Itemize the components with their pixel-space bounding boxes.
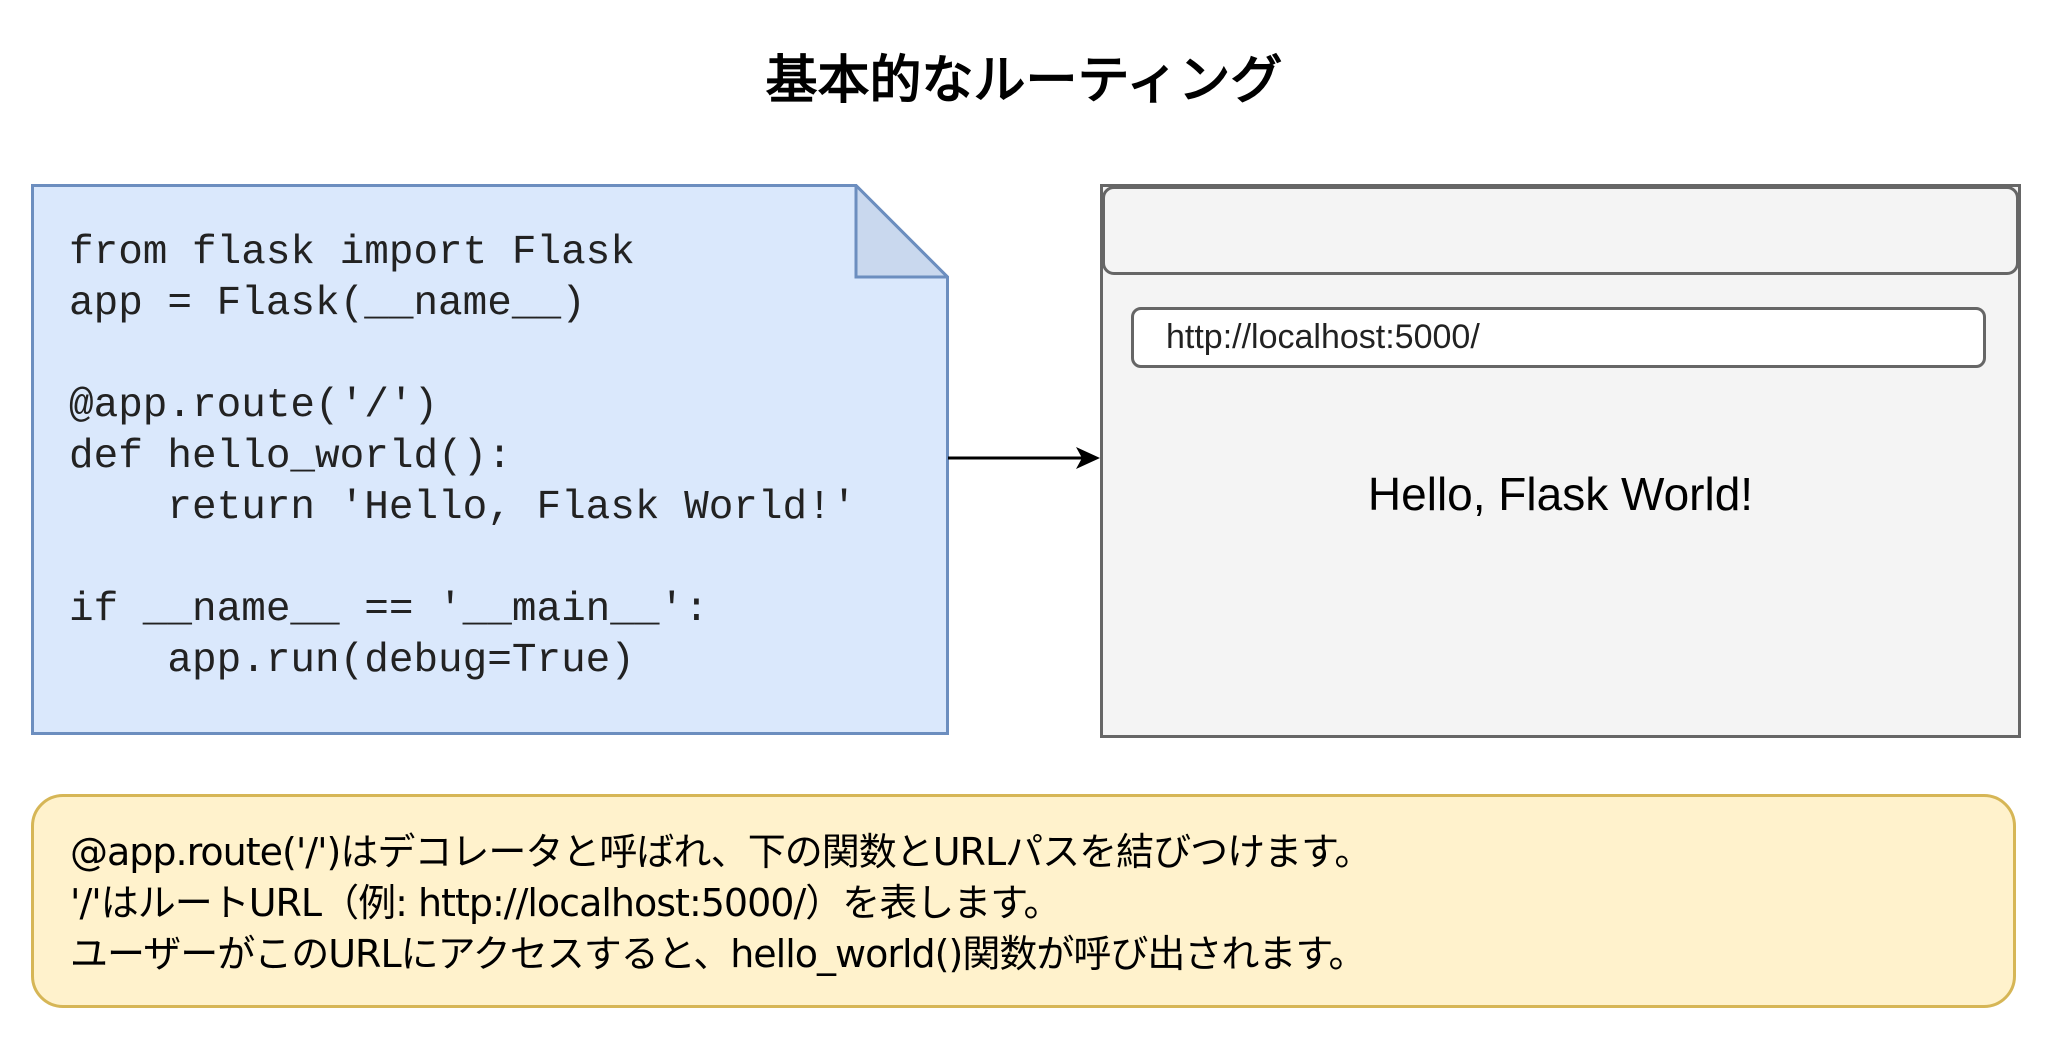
- note-line: @app.route('/')はデコレータと呼ばれ、下の関数とURLパスを結びつ…: [70, 830, 1372, 874]
- browser-window: http://localhost:5000/ Hello, Flask Worl…: [1100, 184, 2021, 738]
- code-block: from flask import Flask app = Flask(__nam…: [69, 228, 856, 687]
- page-content: Hello, Flask World!: [1367, 468, 1754, 520]
- explanation-note: @app.route('/')はデコレータと呼ばれ、下の関数とURLパスを結びつ…: [31, 794, 2016, 1008]
- code-line: def hello_world():: [69, 434, 512, 480]
- folded-corner-icon: [854, 184, 949, 279]
- code-document: from flask import Flask app = Flask(__nam…: [31, 184, 949, 735]
- browser-title-bar: [1102, 186, 2019, 275]
- document-shape: [31, 184, 949, 735]
- code-line: ​: [69, 534, 856, 585]
- arrow-right-icon: [948, 447, 1100, 469]
- code-line: app = Flask(__name__): [69, 281, 586, 327]
- code-line: app.run(debug=True): [69, 638, 635, 684]
- address-bar[interactable]: http://localhost:5000/: [1131, 307, 1986, 368]
- code-line: from flask import Flask: [69, 230, 635, 276]
- code-line: if __name__ == '__main__':: [69, 587, 709, 633]
- note-line: ユーザーがこのURLにアクセスすると、hello_world()関数が呼び出され…: [70, 932, 1367, 976]
- code-line: ​: [69, 330, 856, 381]
- code-line: @app.route('/'): [69, 383, 439, 429]
- code-line: return 'Hello, Flask World!': [69, 485, 857, 531]
- diagram-title: 基本的なルーティング: [765, 51, 1283, 111]
- note-line: '/'はルートURL（例: http://localhost:5000/）を表し…: [70, 881, 1061, 925]
- url-text: http://localhost:5000/: [1166, 318, 1480, 356]
